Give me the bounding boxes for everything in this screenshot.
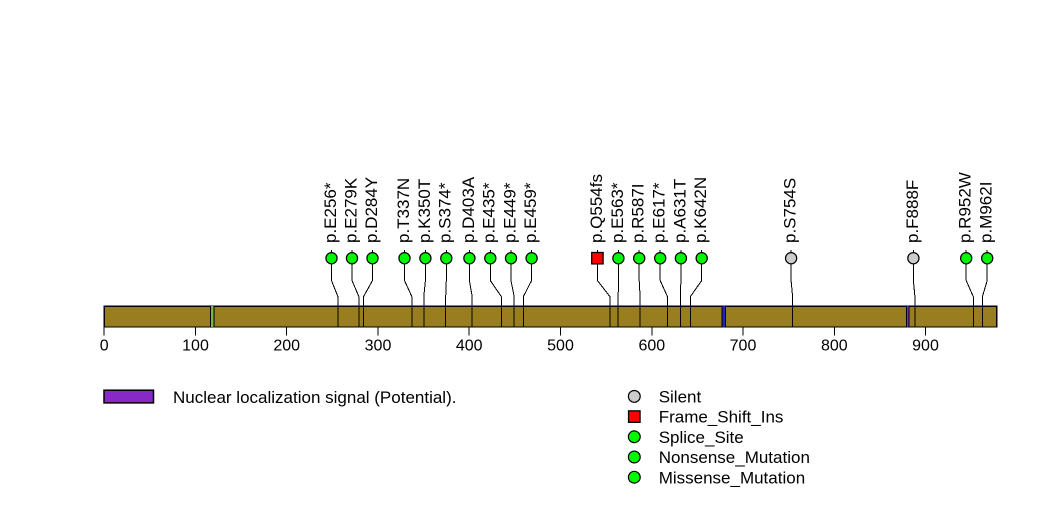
svg-text:p.M962I: p.M962I bbox=[977, 182, 996, 243]
svg-text:Nuclear localization signal (P: Nuclear localization signal (Potential). bbox=[173, 388, 456, 407]
svg-text:700: 700 bbox=[730, 338, 757, 355]
svg-text:Missense_Mutation: Missense_Mutation bbox=[659, 468, 805, 487]
svg-text:p.E459*: p.E459* bbox=[521, 182, 540, 243]
svg-text:300: 300 bbox=[365, 338, 392, 355]
svg-text:p.E279K: p.E279K bbox=[341, 177, 360, 243]
svg-text:Splice_Site: Splice_Site bbox=[659, 428, 744, 447]
svg-text:p.S374*: p.S374* bbox=[436, 182, 455, 243]
svg-text:p.F888F: p.F888F bbox=[903, 180, 922, 243]
svg-text:600: 600 bbox=[638, 338, 665, 355]
svg-text:Silent: Silent bbox=[659, 388, 702, 407]
svg-text:Frame_Shift_Ins: Frame_Shift_Ins bbox=[659, 408, 784, 427]
svg-text:p.S754S: p.S754S bbox=[781, 178, 800, 243]
svg-text:100: 100 bbox=[182, 338, 209, 355]
svg-text:400: 400 bbox=[456, 338, 483, 355]
svg-text:p.E435*: p.E435* bbox=[480, 182, 499, 243]
svg-text:p.K350T: p.K350T bbox=[415, 179, 434, 243]
svg-text:p.E449*: p.E449* bbox=[500, 182, 519, 243]
svg-text:p.R952W: p.R952W bbox=[956, 172, 975, 243]
svg-text:800: 800 bbox=[821, 338, 848, 355]
svg-text:p.T337N: p.T337N bbox=[394, 178, 413, 243]
svg-text:0: 0 bbox=[100, 338, 109, 355]
svg-text:p.A631T: p.A631T bbox=[670, 179, 689, 243]
svg-text:p.Q554fs: p.Q554fs bbox=[587, 174, 606, 243]
svg-text:p.E256*: p.E256* bbox=[321, 182, 340, 243]
svg-text:Nonsense_Mutation: Nonsense_Mutation bbox=[659, 448, 810, 467]
svg-text:200: 200 bbox=[273, 338, 300, 355]
svg-text:p.D284Y: p.D284Y bbox=[362, 177, 381, 243]
svg-text:p.K642N: p.K642N bbox=[691, 177, 710, 243]
svg-text:p.D403A: p.D403A bbox=[459, 176, 478, 243]
svg-text:p.E563*: p.E563* bbox=[608, 182, 627, 243]
svg-text:900: 900 bbox=[912, 338, 939, 355]
svg-text:500: 500 bbox=[547, 338, 574, 355]
svg-text:p.E617*: p.E617* bbox=[650, 182, 669, 243]
svg-text:p.R587I: p.R587I bbox=[629, 183, 648, 243]
